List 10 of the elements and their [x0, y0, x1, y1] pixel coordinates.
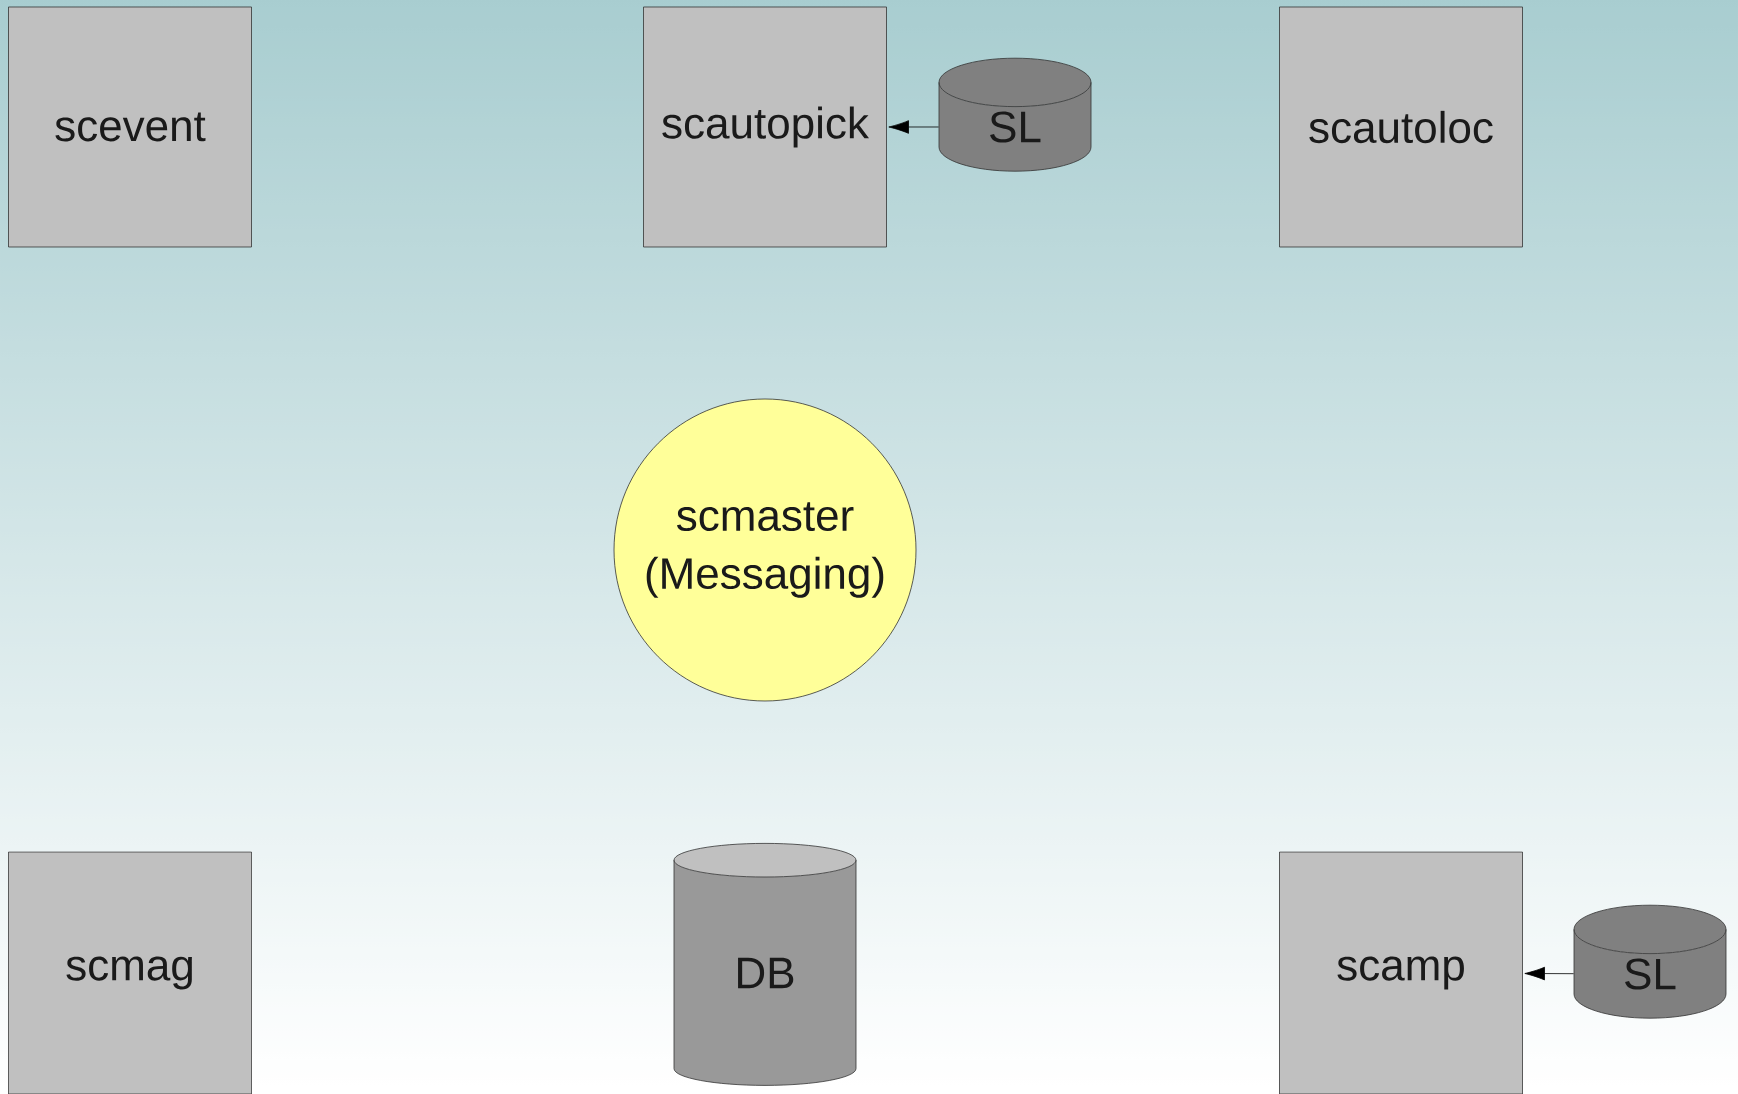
process-box: scamp: [1279, 851, 1523, 1094]
process-box: scevent: [8, 6, 252, 248]
arrow: [1524, 966, 1574, 981]
process-box: scautoloc: [1279, 6, 1523, 248]
database-cylinder: DB: [673, 843, 857, 1086]
process-box: scautopick: [643, 6, 887, 248]
storage-cylinder: SL: [938, 57, 1092, 172]
arrow: [888, 120, 939, 134]
process-box: scmag: [8, 851, 252, 1094]
storage-cylinder: SL: [1573, 904, 1727, 1019]
